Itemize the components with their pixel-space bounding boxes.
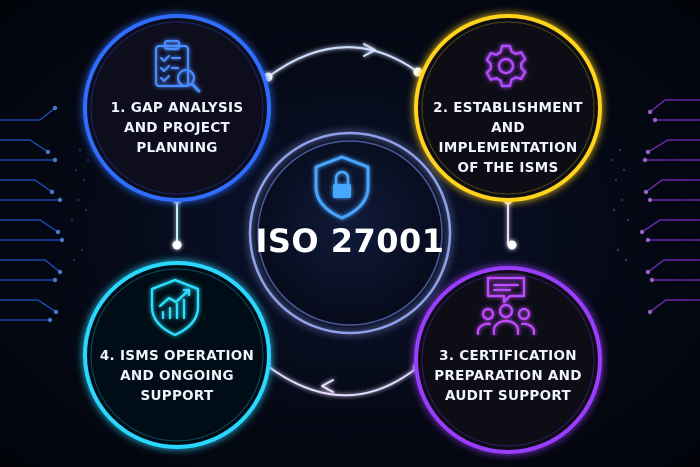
step-1-line-3: PLANNING — [136, 140, 218, 156]
step-4-line-2: AND ONGOING — [120, 368, 234, 384]
arrow-right-icon — [363, 43, 376, 57]
step-2-line-2: AND IMPLEMENTATION — [438, 120, 578, 156]
step-2-circle — [414, 14, 602, 202]
step-1-line-2: AND PROJECT — [123, 120, 231, 136]
step-3-label: 3. CERTIFICATION PREPARATION AND AUDIT S… — [424, 346, 592, 406]
step-4-line-1: 4. ISMS OPERATION — [99, 348, 255, 364]
connector-2-to-3 — [503, 195, 517, 250]
step-3-line-1: 3. CERTIFICATION — [439, 348, 577, 364]
step-4-line-3: SUPPORT — [140, 388, 214, 404]
step-1-circle — [83, 14, 271, 202]
step-1-line-1: 1. GAP ANALYSIS — [110, 100, 244, 116]
step-3-circle — [414, 266, 602, 454]
step-2-line-3: OF THE ISMS — [457, 160, 559, 176]
connector-4-to-1 — [172, 194, 182, 250]
clipboard-search-icon — [154, 39, 201, 93]
shield-chart-icon — [150, 278, 200, 337]
arrow-left-icon — [321, 379, 334, 393]
step-2-line-1: 2. ESTABLISHMENT — [433, 100, 583, 116]
circuit-traces-right — [639, 99, 700, 315]
shield-lock-icon — [314, 155, 370, 220]
team-chat-icon — [476, 276, 536, 336]
connector-3-to-4 — [260, 359, 423, 397]
dot-pattern-left — [70, 148, 90, 262]
step-3-line-3: AUDIT SUPPORT — [445, 388, 571, 404]
center-circle — [248, 131, 452, 335]
circuit-traces-left — [0, 105, 65, 323]
gear-icon — [485, 44, 527, 88]
step-1-label: 1. GAP ANALYSIS AND PROJECT PLANNING — [97, 98, 257, 158]
step-4-circle — [83, 261, 271, 449]
step-2-label: 2. ESTABLISHMENT AND IMPLEMENTATION OF T… — [420, 98, 596, 178]
dot-pattern-right — [610, 148, 630, 262]
step-3-line-2: PREPARATION AND — [434, 368, 582, 384]
connector-1-to-2 — [263, 43, 423, 82]
step-4-label: 4. ISMS OPERATION AND ONGOING SUPPORT — [95, 346, 259, 406]
center-title: ISO 27001 — [255, 222, 445, 260]
